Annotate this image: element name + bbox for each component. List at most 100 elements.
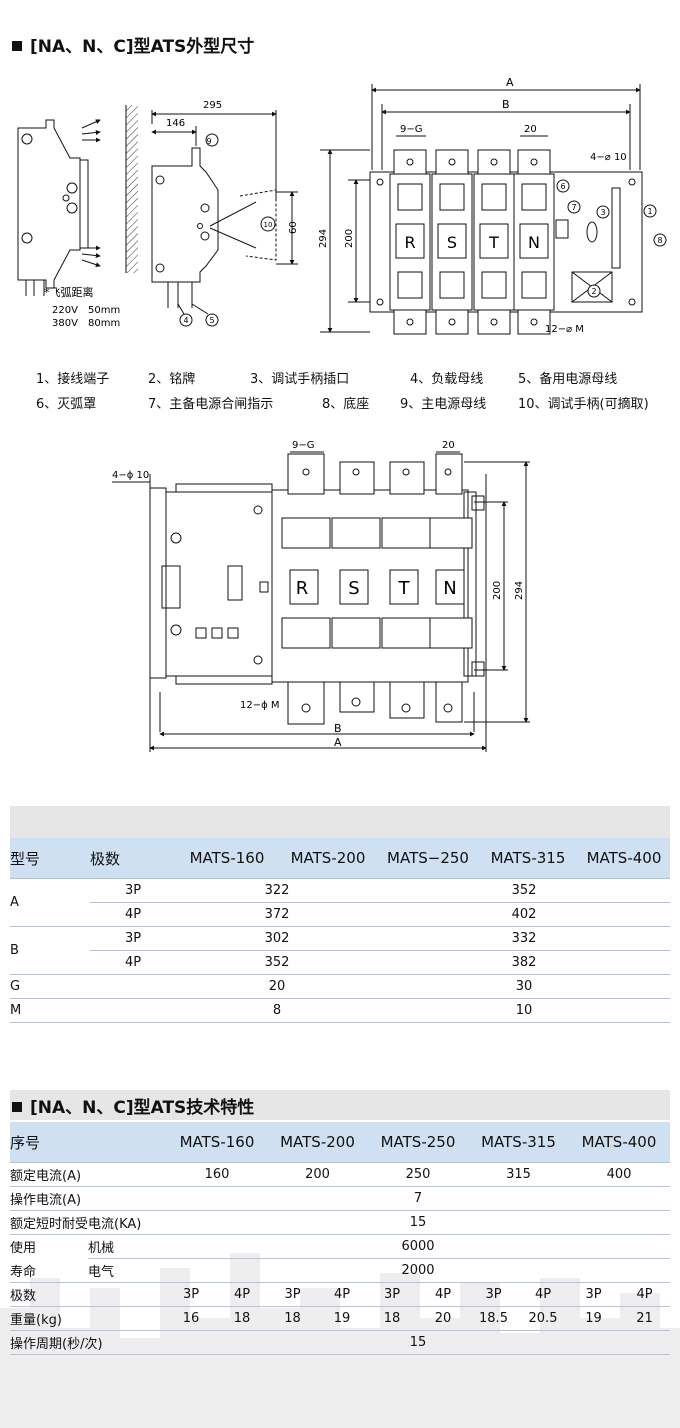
table-row: G 20 30 bbox=[10, 974, 670, 999]
poles-value: 3P bbox=[469, 1282, 518, 1307]
bullet-square-icon bbox=[12, 41, 22, 51]
front-view-drawing: R S T N 9−G 20 4−ϕ 10 12−ϕ M B A 294 200 bbox=[112, 440, 530, 752]
operating-current-label: 操作电流(A) bbox=[10, 1186, 166, 1211]
table-row: 额定短时耐受电流(KA) 15 bbox=[10, 1210, 670, 1235]
dim-12phiM-top: 12−⌀ M bbox=[545, 324, 584, 335]
front-view-poles bbox=[281, 453, 473, 725]
table-row: A 3P 322 352 bbox=[10, 878, 670, 927]
weight-value: 18 bbox=[367, 1306, 417, 1331]
tech-table: 序号 MATS-160 MATS-200 MATS-250 MATS-315 M… bbox=[10, 1122, 670, 1355]
dim-9G-front: 9−G bbox=[292, 440, 315, 451]
top-phase-N: N bbox=[528, 233, 540, 252]
legend-item: 1、接线端子 bbox=[36, 372, 110, 387]
callout-7: 7 bbox=[571, 203, 576, 212]
dims-section-title: [NA、N、C]型ATS外型尺寸 bbox=[12, 32, 254, 57]
table-row: B 3P 302 332 bbox=[10, 926, 670, 975]
top-phase-T: T bbox=[488, 233, 499, 252]
row-label-A: A bbox=[10, 878, 90, 927]
callout-10: 10 bbox=[264, 221, 273, 229]
legend-item: 6、灭弧罩 bbox=[36, 397, 97, 412]
weight-value: 19 bbox=[317, 1306, 367, 1331]
side-view-handle-drawing bbox=[151, 110, 298, 327]
dim-9G-top: 9−G bbox=[400, 124, 423, 135]
dim-60: 60 bbox=[288, 221, 299, 234]
legend-item: 8、底座 bbox=[322, 397, 370, 412]
callout-2: 2 bbox=[591, 287, 596, 296]
front-view-top-poles bbox=[389, 149, 555, 335]
dim-295: 295 bbox=[203, 100, 222, 111]
poles-label: 极数 bbox=[10, 1282, 166, 1307]
row-value: 302 bbox=[176, 926, 378, 951]
rated-current-value: 250 bbox=[367, 1162, 469, 1187]
row-value: 10 bbox=[378, 998, 670, 1023]
front-phase-R: R bbox=[296, 578, 309, 599]
dim-4phi10-front: 4−ϕ 10 bbox=[112, 470, 149, 481]
row-label-B: B bbox=[10, 926, 90, 975]
table-row: 寿命 电气 2000 bbox=[10, 1258, 670, 1283]
h-model-5: MATS-400 bbox=[568, 1122, 670, 1163]
callout-8: 8 bbox=[657, 236, 662, 245]
legend-item: 5、备用电源母线 bbox=[518, 372, 618, 387]
arc-380v-value: 80mm bbox=[88, 318, 120, 329]
poles-value: 4P bbox=[518, 1282, 568, 1307]
legend-item: 2、铭牌 bbox=[148, 372, 196, 387]
table-row: 极数 3P 4P 3P 4P 3P 4P 3P 4P 3P 4P bbox=[10, 1282, 670, 1307]
legend-item: 9、主电源母线 bbox=[400, 397, 487, 412]
dim-4phi10-top: 4−⌀ 10 bbox=[590, 152, 627, 163]
poles-value: 4P bbox=[216, 1282, 268, 1307]
tech-section-title: [NA、N、C]型ATS技术特性 bbox=[12, 1093, 254, 1118]
legend-item: 7、主备电源合闸指示 bbox=[148, 397, 274, 412]
poles-value: 3P bbox=[166, 1282, 216, 1307]
table-row: 操作周期(秒/次) 15 bbox=[10, 1330, 670, 1355]
poles-value: 3P bbox=[367, 1282, 417, 1307]
rated-current-value: 315 bbox=[469, 1162, 568, 1187]
arc-220v-value: 50mm bbox=[88, 305, 120, 316]
weight-value: 18 bbox=[268, 1306, 317, 1331]
elec-value: 2000 bbox=[166, 1258, 670, 1283]
callout-5: 5 bbox=[209, 316, 214, 325]
row-value: 332 bbox=[378, 926, 670, 951]
top-drawings: *飞弧距离 220V 50mm 380V 80mm 295 146 60 9 1… bbox=[17, 76, 667, 335]
legend-item: 3、调试手柄插口 bbox=[250, 372, 350, 387]
short-time-value: 15 bbox=[166, 1210, 670, 1235]
cycle-value: 15 bbox=[166, 1330, 670, 1355]
row-poles: 4P bbox=[90, 950, 176, 975]
dim-294-top: 294 bbox=[318, 229, 329, 248]
rated-current-label: 额定电流(A) bbox=[10, 1162, 166, 1187]
h-model-5: MATS-400 bbox=[578, 838, 670, 879]
callout-3: 3 bbox=[600, 208, 605, 217]
top-phase-R: R bbox=[404, 233, 415, 252]
side-view-arc-drawing bbox=[17, 105, 138, 296]
short-time-label: 额定短时耐受电流(KA) bbox=[10, 1210, 166, 1235]
h-poles: 极数 bbox=[90, 838, 176, 879]
table-row: M 8 10 bbox=[10, 998, 670, 1023]
row-label-G: G bbox=[10, 974, 90, 999]
dim-200-top: 200 bbox=[344, 229, 355, 248]
row-value: 352 bbox=[378, 878, 670, 903]
row-value: 402 bbox=[378, 902, 670, 927]
dim-A-front: A bbox=[334, 736, 342, 749]
callout-9: 9 bbox=[206, 137, 211, 146]
operating-current-value: 7 bbox=[166, 1186, 670, 1211]
row-value: 20 bbox=[176, 974, 378, 999]
dim-B-top: B bbox=[502, 98, 510, 111]
dim-A-top: A bbox=[506, 76, 514, 89]
dim-146: 146 bbox=[166, 118, 185, 129]
dim-B-front: B bbox=[334, 722, 342, 735]
table-band bbox=[10, 806, 670, 838]
top-phase-S: S bbox=[447, 233, 457, 252]
h-model-3: MATS−250 bbox=[378, 838, 478, 879]
life-label-2: 寿命 bbox=[10, 1258, 88, 1283]
poles-value: 4P bbox=[619, 1282, 670, 1307]
row-value: 352 bbox=[176, 950, 378, 975]
tech-title-text: [NA、N、C]型ATS技术特性 bbox=[30, 1098, 255, 1118]
life-label-1: 使用 bbox=[10, 1241, 37, 1257]
tech-title-band bbox=[10, 1090, 670, 1120]
callout-6: 6 bbox=[560, 182, 565, 191]
dim-20-top: 20 bbox=[524, 124, 537, 135]
h-model-2: MATS-200 bbox=[278, 838, 378, 879]
h-model-2: MATS-200 bbox=[268, 1122, 367, 1163]
weight-label: 重量(kg) bbox=[10, 1306, 166, 1331]
rated-current-value: 200 bbox=[268, 1162, 367, 1187]
poles-value: 3P bbox=[268, 1282, 317, 1307]
